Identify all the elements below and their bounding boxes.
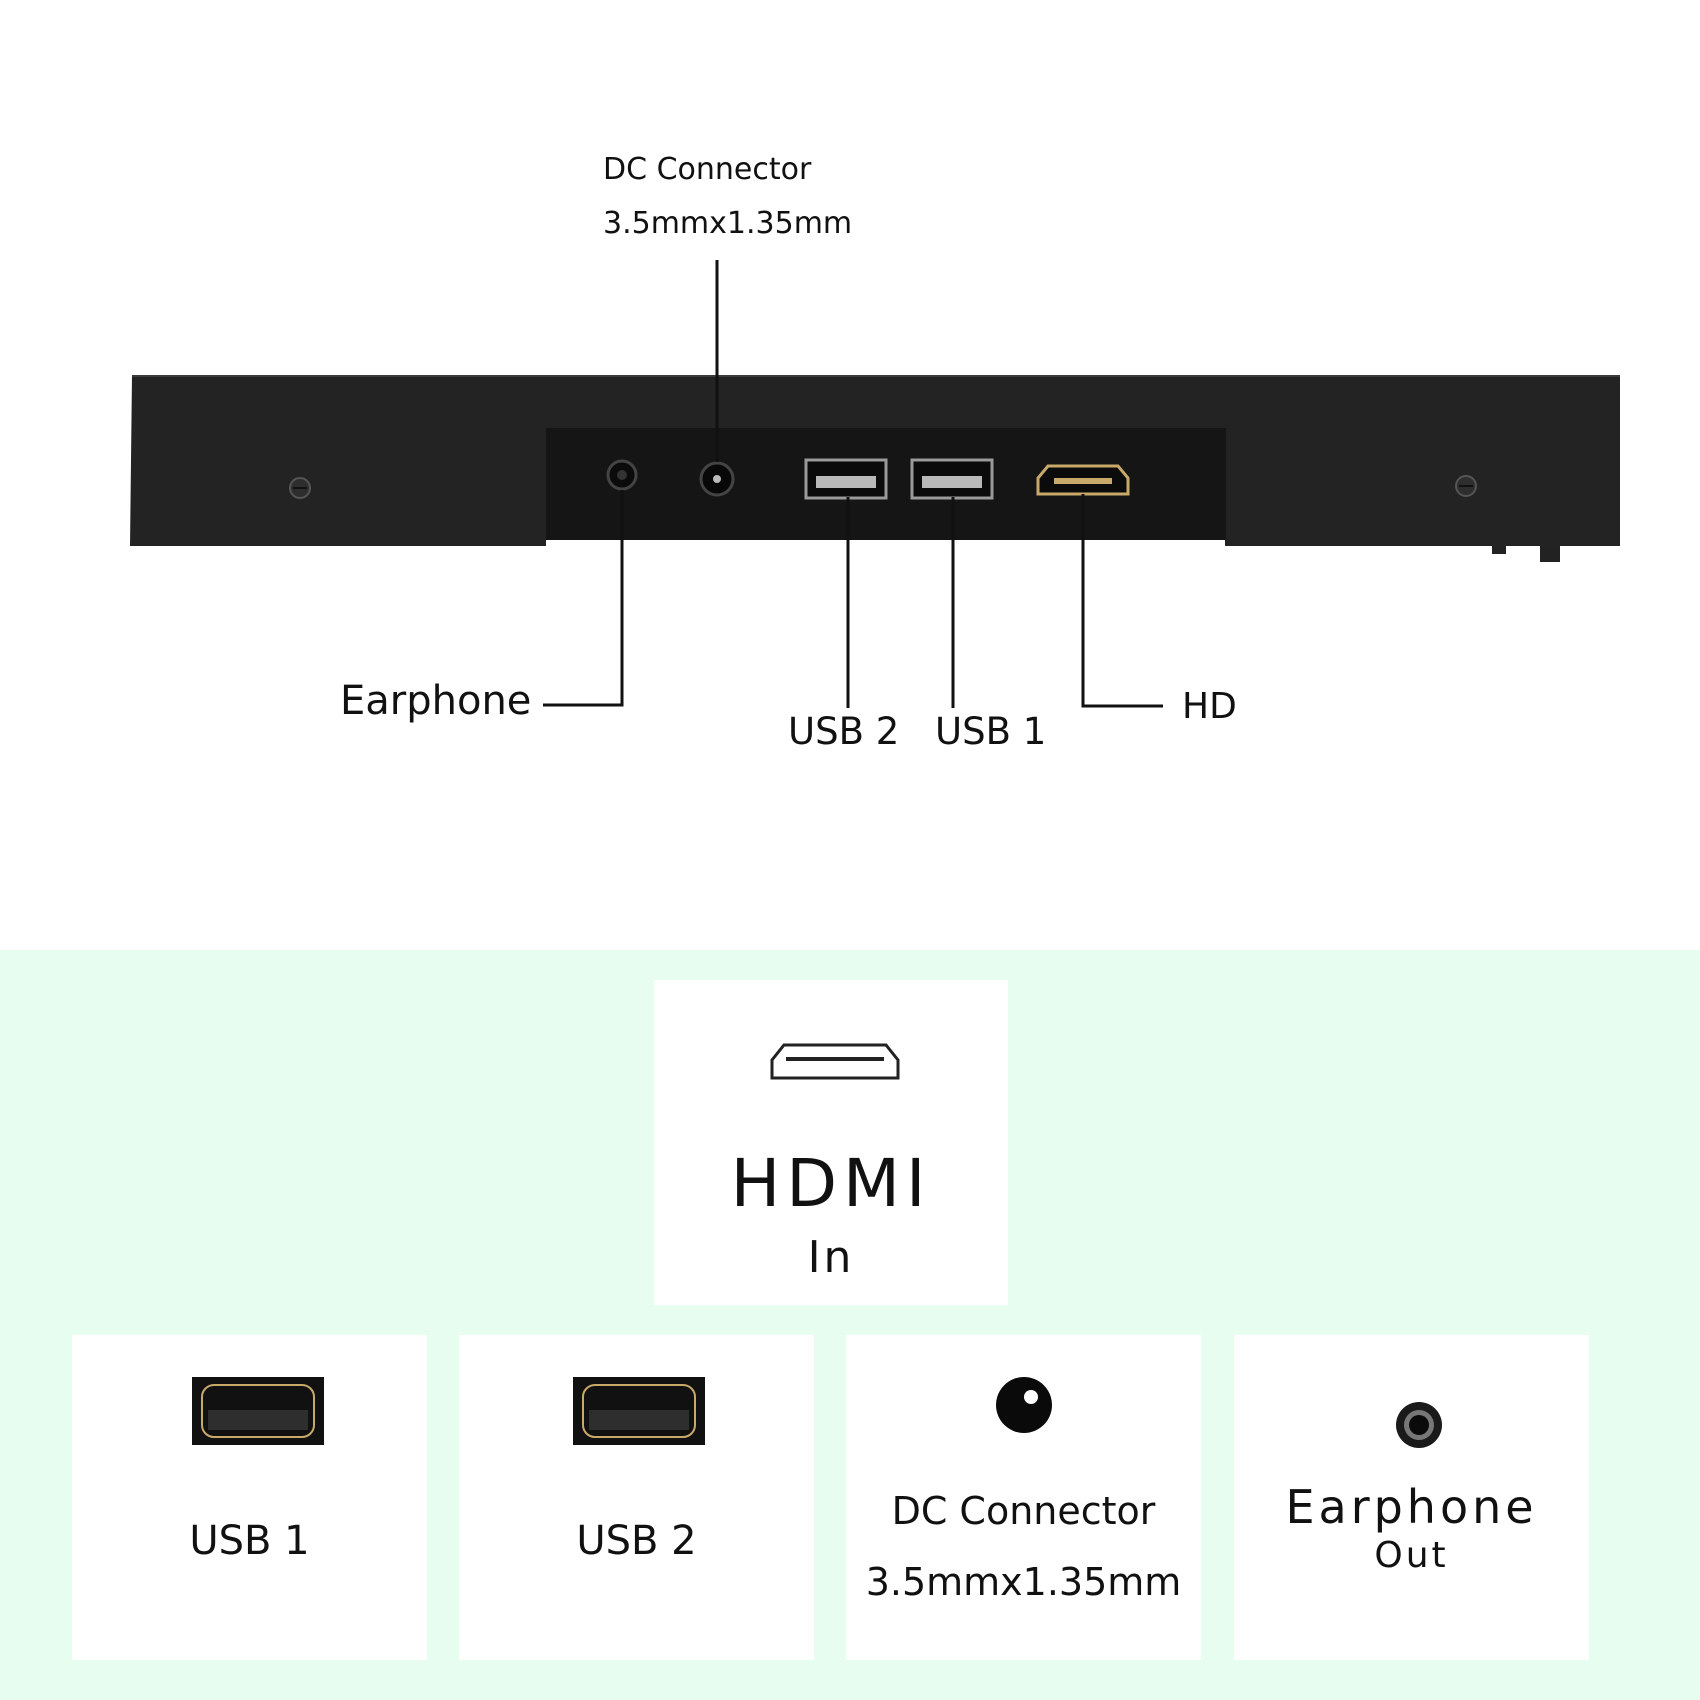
usb1-card: USB 1: [72, 1335, 427, 1660]
dc-connector-size-label: 3.5mmx1.35mm: [865, 1560, 1182, 1604]
callout-dc-connector: DC Connector: [603, 152, 812, 187]
hdmi-card: HDMI In: [654, 980, 1008, 1305]
hdmi-subtitle: In: [807, 1232, 855, 1283]
callout-earphone: Earphone: [340, 678, 532, 724]
earphone-subtitle: Out: [1374, 1535, 1449, 1576]
earphone-card: Earphone Out: [1234, 1335, 1589, 1660]
callout-hd: HD: [1182, 686, 1237, 727]
usb-port-icon: [910, 458, 994, 500]
earphone-title: Earphone: [1285, 1480, 1538, 1534]
device-photo-area: DC Connector 3.5mmx1.35mm Earphone USB 2…: [130, 152, 1620, 753]
callout-usb1: USB 1: [935, 710, 1047, 753]
screw-icon: [289, 477, 311, 499]
callout-usb2: USB 2: [788, 710, 900, 753]
dc-jack-icon: [699, 461, 735, 497]
dc-connector-label: DC Connector: [891, 1489, 1156, 1533]
earphone-jack-icon: [606, 459, 638, 491]
usb-icon: [573, 1377, 705, 1445]
usb2-label: USB 2: [576, 1518, 697, 1564]
usb2-card: USB 2: [459, 1335, 814, 1660]
device-illustration: [130, 260, 1620, 708]
screw-icon: [1455, 475, 1477, 497]
hdmi-title: HDMI: [730, 1145, 932, 1222]
dc-connector-card: DC Connector 3.5mmx1.35mm: [846, 1335, 1201, 1660]
usb-icon: [192, 1377, 324, 1445]
device-body: [130, 375, 1620, 546]
port-legend-panel: HDMI In USB 1 USB 2: [0, 950, 1700, 1700]
callout-lines: [543, 260, 1163, 708]
earphone-jack-icon: [1396, 1402, 1442, 1448]
hdmi-icon: [770, 1043, 900, 1080]
usb1-label: USB 1: [189, 1518, 310, 1564]
callout-dc-connector-size: 3.5mmx1.35mm: [603, 206, 853, 241]
dc-jack-icon: [996, 1377, 1052, 1433]
usb-port-icon: [804, 458, 888, 500]
hdmi-port-icon: [1036, 464, 1130, 496]
